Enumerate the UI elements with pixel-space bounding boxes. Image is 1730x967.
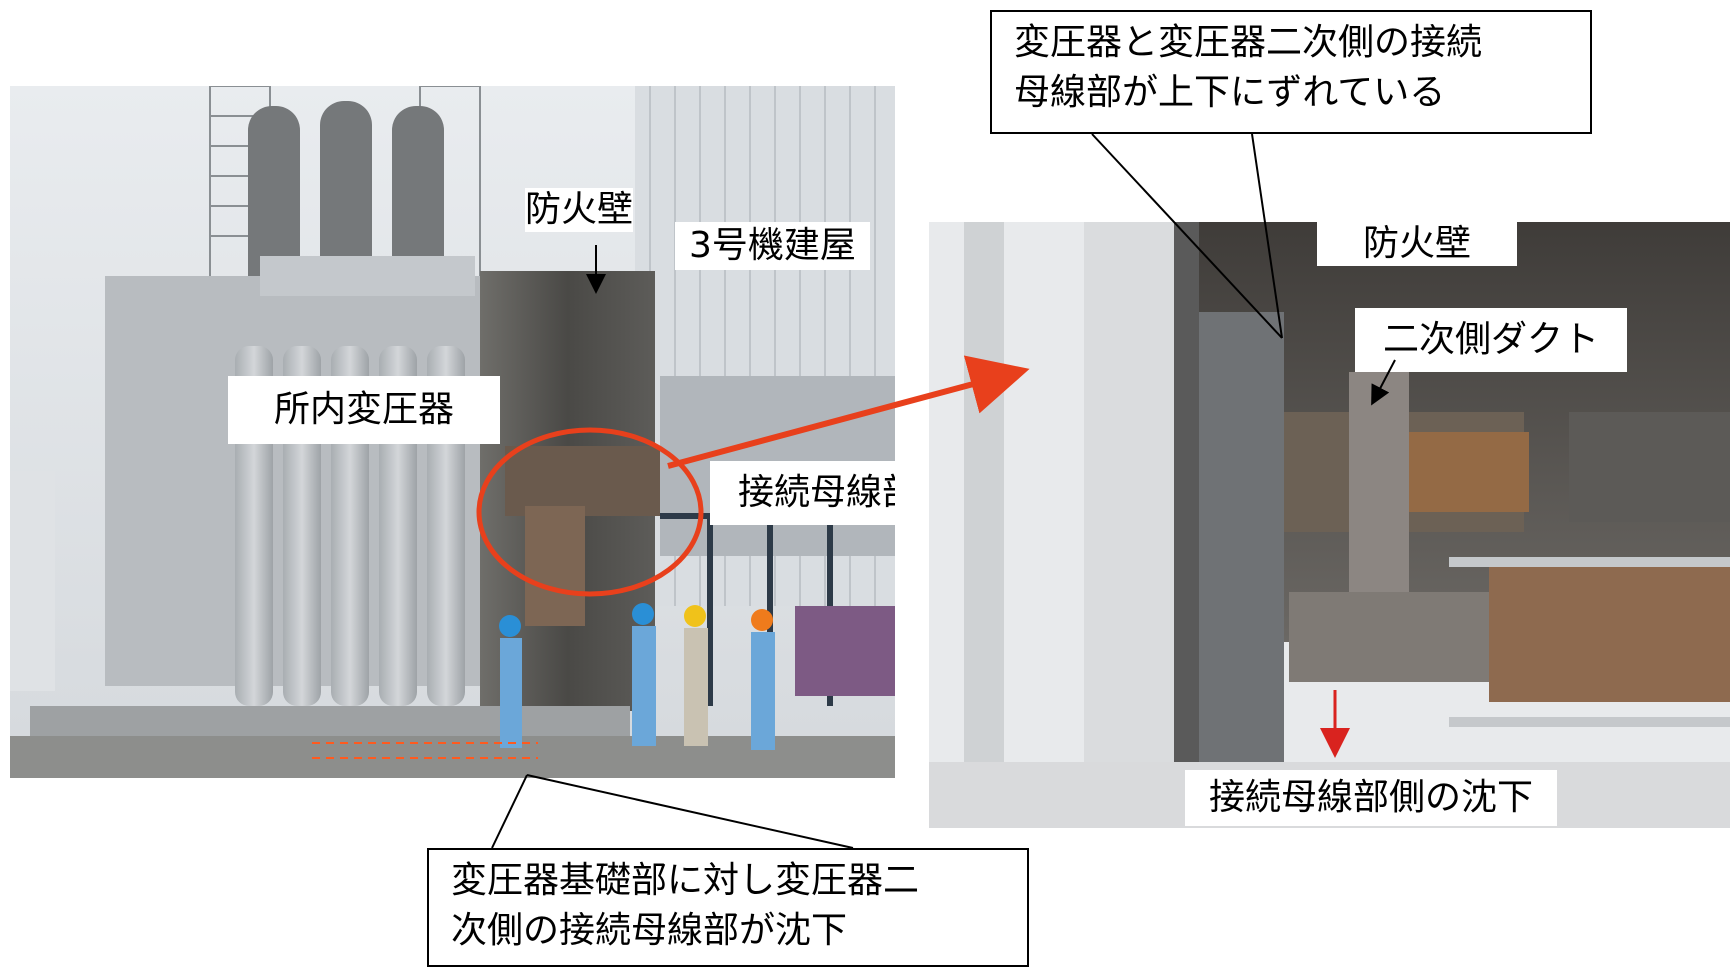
settlement-callout-line2: 次側の接続母線部が沈下 — [451, 910, 848, 951]
duct-pointer-arrow — [1371, 359, 1396, 406]
connection-bus-highlight — [476, 427, 704, 597]
transformer-site-photo: 防火壁 3号機建屋 所内変圧器 接続母線部 — [10, 86, 895, 778]
offset-callout-leader — [1091, 133, 1283, 339]
bus-settlement-label: 接続母線部側の沈下 — [1185, 770, 1558, 826]
unit3-building-label: 3号機建屋 — [675, 222, 870, 270]
firewall-label: 防火壁 — [525, 188, 634, 232]
connection-bus-label: 接続母線部 — [710, 461, 895, 525]
offset-callout-line1: 変圧器と変圧器二次側の接続 — [1014, 22, 1483, 63]
firewall-label-closeup: 防火壁 — [1317, 222, 1518, 266]
settlement-callout: 変圧器基礎部に対し変圧器二 次側の接続母線部が沈下 — [427, 848, 1029, 967]
settlement-callout-line1: 変圧器基礎部に対し変圧器二 — [451, 860, 920, 901]
settlement-callout-leader — [491, 774, 854, 849]
secondary-duct-label: 二次側ダクト — [1355, 308, 1628, 372]
offset-callout: 変圧器と変圧器二次側の接続 母線部が上下にずれている — [990, 10, 1592, 134]
bus-closeup-illustration — [929, 222, 1730, 828]
offset-callout-line2: 母線部が上下にずれている — [1014, 72, 1446, 113]
foundation-dashed-marker — [312, 742, 538, 759]
bus-closeup-photo: 防火壁 二次側ダクト 接続母線部側の沈下 — [929, 222, 1730, 828]
house-transformer-label: 所内変圧器 — [228, 376, 501, 444]
zoom-arrow — [667, 355, 1030, 469]
